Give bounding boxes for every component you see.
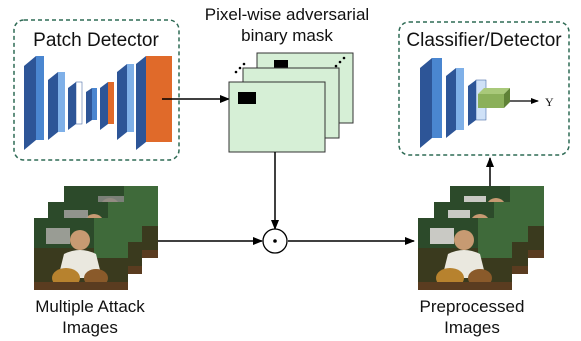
patch-detector-border (13, 19, 180, 161)
mask-patch (238, 92, 256, 104)
mask-patch (274, 60, 288, 70)
elementwise-product-operator (262, 228, 288, 254)
patch-detector-module: Patch Detector (13, 19, 180, 161)
classifier-module: Classifier/Detector Y (398, 21, 570, 156)
preprocessed-images-stack: Preprocessed Images (418, 186, 544, 337)
attack-images-label-line1: Multiple Attack (35, 297, 145, 316)
classifier-title: Classifier/Detector (406, 30, 562, 51)
classifier-network-icon (420, 58, 510, 148)
binary-mask-stack: Pixel-wise adversarial binary mask (205, 5, 369, 153)
attack-images-stack: Multiple Attack Images (34, 186, 158, 337)
mask-title-line2: binary mask (241, 26, 333, 45)
encoder-decoder-network-icon (24, 56, 172, 150)
patch-detector-title: Patch Detector (33, 30, 159, 51)
stack-dots (234, 56, 346, 74)
mask-title-line1: Pixel-wise adversarial (205, 5, 369, 24)
attack-images-label-line2: Images (62, 318, 118, 337)
preprocessed-images-label-line1: Preprocessed (420, 297, 525, 316)
preprocessed-images-label-line2: Images (444, 318, 500, 337)
output-label: Y (545, 95, 554, 109)
